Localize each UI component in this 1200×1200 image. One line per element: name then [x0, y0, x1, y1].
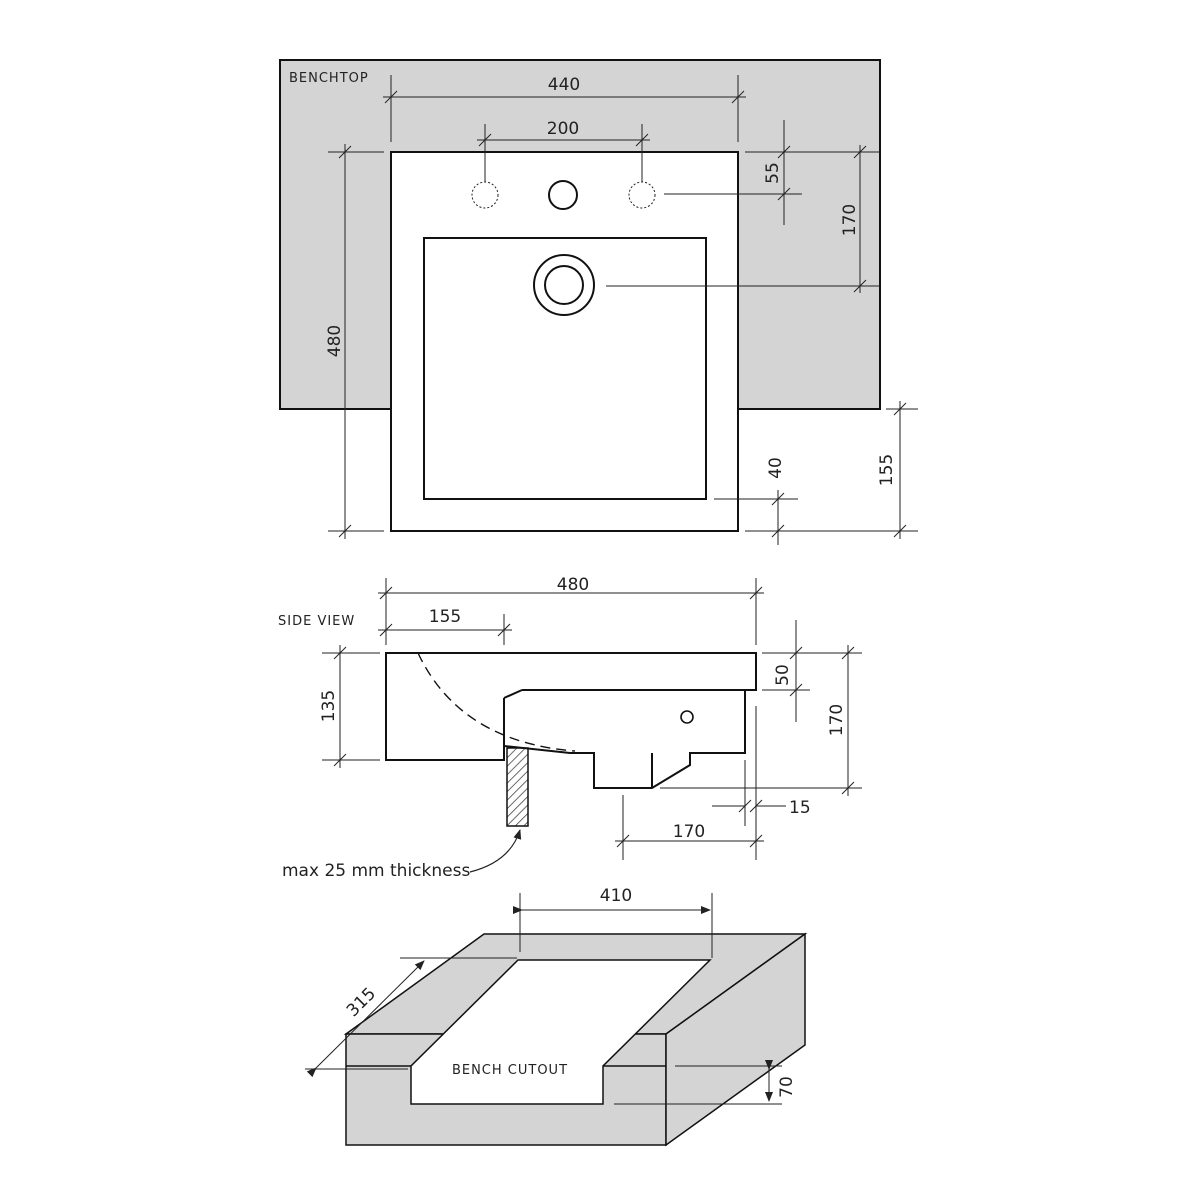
tap-hole-left — [471, 181, 499, 209]
bench-right-face — [665, 932, 806, 1147]
dimension-410: 410 — [513, 886, 713, 958]
dimension-155-side: 155 — [378, 607, 512, 645]
bowl-curve-hidden — [417, 652, 576, 752]
overflow-hole — [680, 710, 694, 724]
dim-waste-offset: 170 — [840, 204, 860, 236]
side-view-caption: SIDE VIEW — [278, 614, 355, 629]
dim-overall-length: 480 — [557, 575, 589, 595]
dim-front-rim: 40 — [766, 457, 786, 479]
top-view: BENCHTOP 440 200 — [279, 59, 918, 545]
benchtop-caption: BENCHTOP — [289, 71, 369, 86]
tap-hole-right — [628, 181, 656, 209]
dimension-135: 135 — [319, 645, 380, 768]
dimension-55: 55 — [664, 120, 880, 225]
dim-tap-offset: 55 — [763, 162, 783, 184]
benchtop-section — [506, 747, 529, 827]
thickness-leader-arrow — [469, 829, 522, 873]
dimension-155-top: 155 — [790, 401, 918, 539]
dim-bowl-height: 135 — [319, 690, 339, 722]
dim-back-offset: 15 — [789, 798, 811, 818]
dimension-480-side: 480 — [378, 575, 764, 645]
dimension-480-top: 480 — [325, 144, 384, 539]
dim-overhang: 155 — [429, 607, 461, 627]
dimension-170-bottom: 170 — [615, 706, 764, 860]
dimension-440: 440 — [383, 75, 746, 142]
dimension-70: 70 — [614, 1060, 797, 1105]
dim-cutout-width: 410 — [600, 886, 632, 906]
waste-inner-ring — [544, 265, 584, 305]
dim-cutout-height: 70 — [777, 1076, 797, 1098]
cutout-view: BENCH CUTOUT 410 315 70 — [305, 886, 808, 1147]
dim-overall-depth: 480 — [325, 325, 345, 357]
side-view: SIDE VIEW 480 155 — [278, 575, 862, 881]
dimension-50: 50 — [762, 620, 862, 722]
dimension-15: 15 — [712, 760, 811, 826]
thickness-note: max 25 mm thickness — [282, 861, 470, 881]
dim-overall-width: 440 — [548, 75, 580, 95]
dimension-170-top: 170 — [606, 145, 880, 293]
dim-rim-height: 50 — [773, 664, 793, 686]
sink-side-profile — [385, 652, 757, 789]
dimension-200: 200 — [477, 119, 650, 182]
dimension-170-side: 170 — [660, 645, 862, 796]
dim-waste-distance: 170 — [673, 822, 705, 842]
dimension-40: 40 — [714, 457, 798, 545]
dim-tap-spacing: 200 — [547, 119, 579, 139]
dim-total-height: 170 — [827, 704, 847, 736]
dim-front-overhang: 155 — [877, 454, 897, 486]
tap-hole-center — [548, 180, 578, 210]
bowl-inner-floor — [503, 689, 523, 699]
cutout-caption: BENCH CUTOUT — [452, 1063, 568, 1078]
